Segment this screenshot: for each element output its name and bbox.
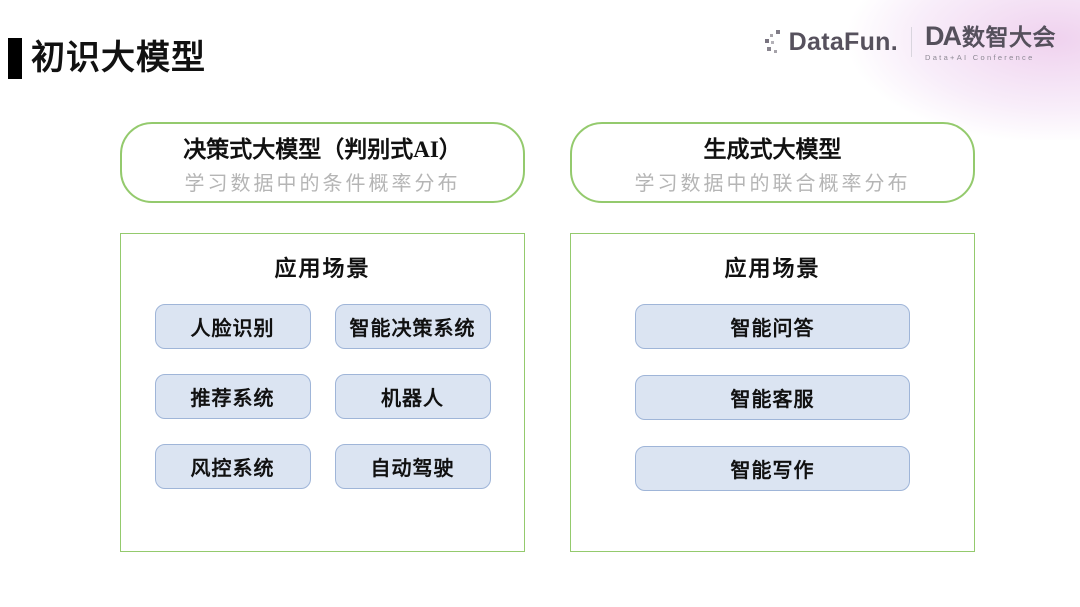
app-item-pill: 智能问答 — [635, 304, 910, 349]
app-scenarios-title: 应用场景 — [724, 256, 821, 281]
model-type-subtitle: 学习数据中的联合概率分布 — [634, 172, 911, 195]
conference-logo-title: DA 数智大会 — [925, 20, 1056, 51]
model-type-card-generative: 生成式大模型 学习数据中的联合概率分布 — [570, 122, 975, 203]
model-type-subtitle: 学习数据中的条件概率分布 — [184, 172, 461, 195]
page-title: 初识大模型 — [31, 40, 206, 77]
model-type-title: 决策式大模型（判别式AI） — [183, 136, 462, 162]
app-pill-grid: 智能问答智能客服智能写作 — [571, 304, 974, 491]
app-item-pill: 智能客服 — [635, 375, 910, 420]
conference-logo-name: 数智大会 — [962, 23, 1056, 50]
app-item-pill: 推荐系统 — [154, 374, 311, 419]
app-item-pill: 风控系统 — [154, 444, 311, 489]
app-item-pill: 智能决策系统 — [334, 304, 491, 349]
model-type-title: 生成式大模型 — [703, 136, 842, 162]
app-scenarios-box-decision: 应用场景 人脸识别智能决策系统推荐系统机器人风控系统自动驾驶 — [120, 233, 525, 552]
app-item-pill: 人脸识别 — [154, 304, 311, 349]
column-decision-model: 决策式大模型（判别式AI） 学习数据中的条件概率分布 应用场景 人脸识别智能决策… — [120, 122, 525, 552]
app-pill-grid: 人脸识别智能决策系统推荐系统机器人风控系统自动驾驶 — [121, 304, 524, 489]
app-scenarios-box-generative: 应用场景 智能问答智能客服智能写作 — [570, 233, 975, 552]
datafun-dots-icon — [764, 30, 780, 53]
page-title-block: 初识大模型 — [8, 38, 206, 79]
conference-logo-subtitle: Data+AI Conference — [925, 52, 1035, 62]
conference-logo: DA 数智大会 Data+AI Conference — [925, 20, 1056, 62]
app-item-pill: 自动驾驶 — [334, 444, 491, 489]
app-scenarios-title: 应用场景 — [274, 256, 371, 281]
conference-logo-da: DA — [925, 20, 962, 51]
app-item-pill: 机器人 — [334, 374, 491, 419]
logo-divider — [911, 27, 912, 57]
model-type-card-decision: 决策式大模型（判别式AI） 学习数据中的条件概率分布 — [120, 122, 525, 203]
datafun-logo-text: DataFun. — [788, 27, 898, 56]
corner-glow-decoration — [710, 0, 1080, 140]
app-item-pill: 智能写作 — [635, 446, 910, 491]
datafun-logo: DataFun. — [764, 28, 898, 57]
title-accent-bar — [8, 38, 22, 79]
column-generative-model: 生成式大模型 学习数据中的联合概率分布 应用场景 智能问答智能客服智能写作 — [570, 122, 975, 552]
brand-area: DataFun. DA 数智大会 Data+AI Conference — [764, 22, 1056, 62]
